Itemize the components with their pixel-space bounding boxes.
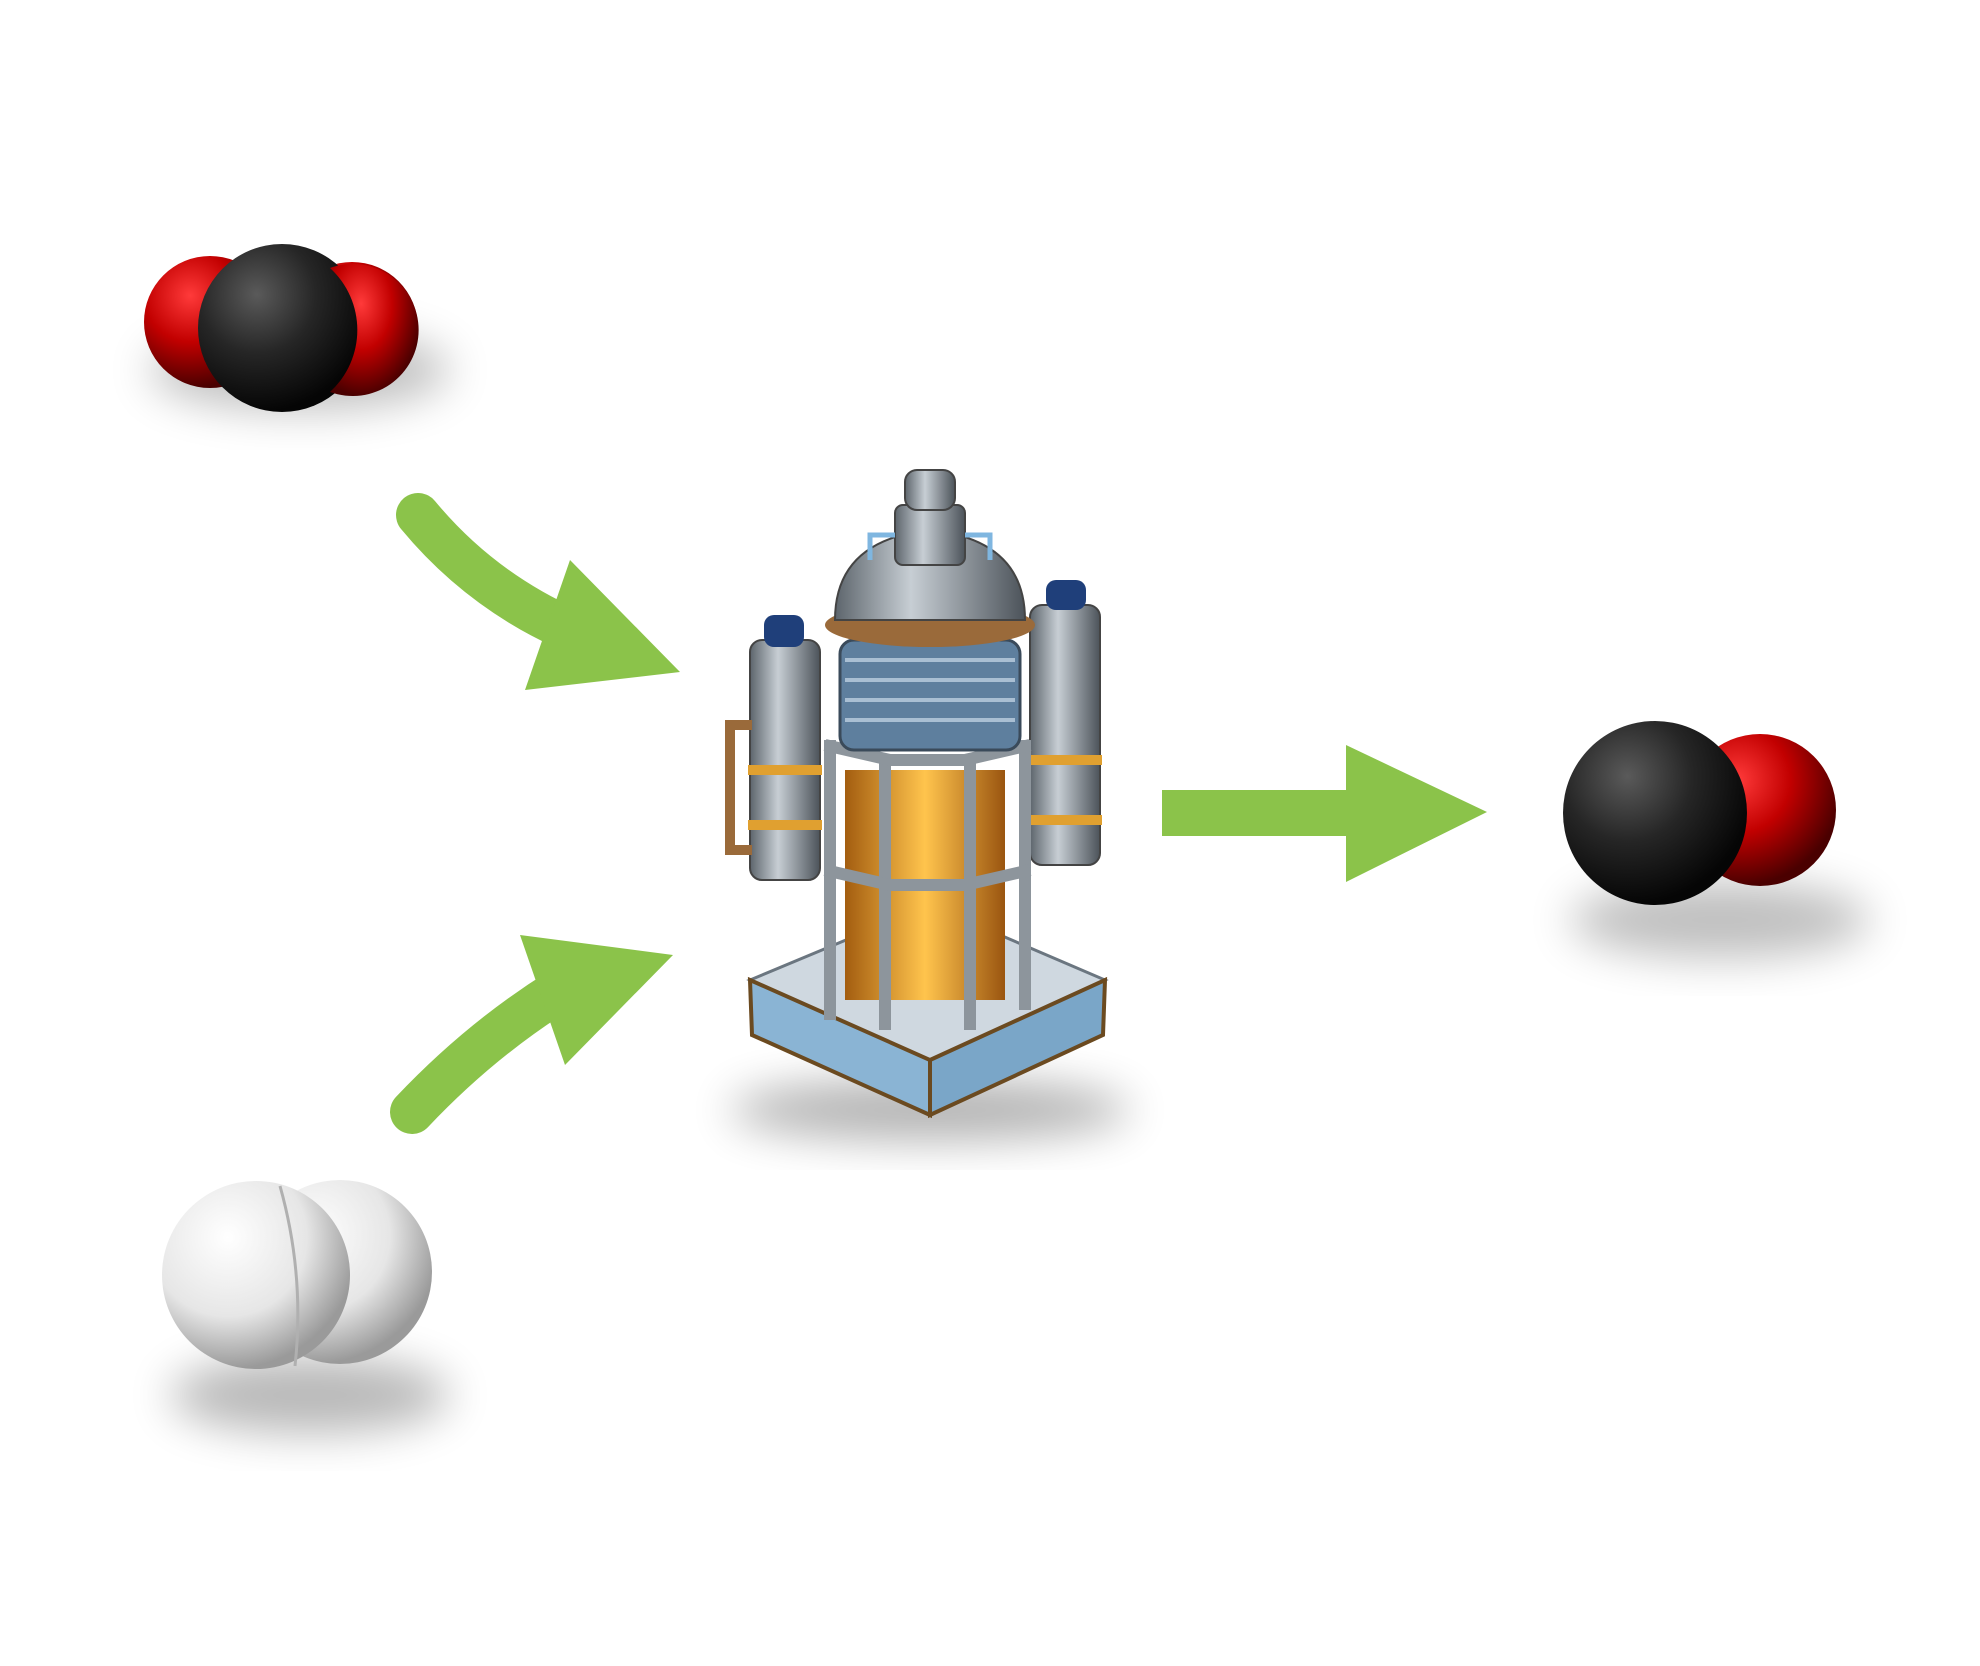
reactor-icon <box>725 469 1130 1140</box>
carbon-monoxide-molecule <box>1563 721 1870 958</box>
hydrogen-molecule <box>162 1180 450 1433</box>
arrow-h2-to-reactor <box>390 935 673 1134</box>
arrow-reactor-to-co <box>1162 745 1487 882</box>
carbon-atom <box>1563 721 1747 905</box>
arrow-co2-to-reactor <box>396 493 680 690</box>
hydrogen-atom <box>162 1181 350 1369</box>
carbon-atom <box>198 244 366 412</box>
